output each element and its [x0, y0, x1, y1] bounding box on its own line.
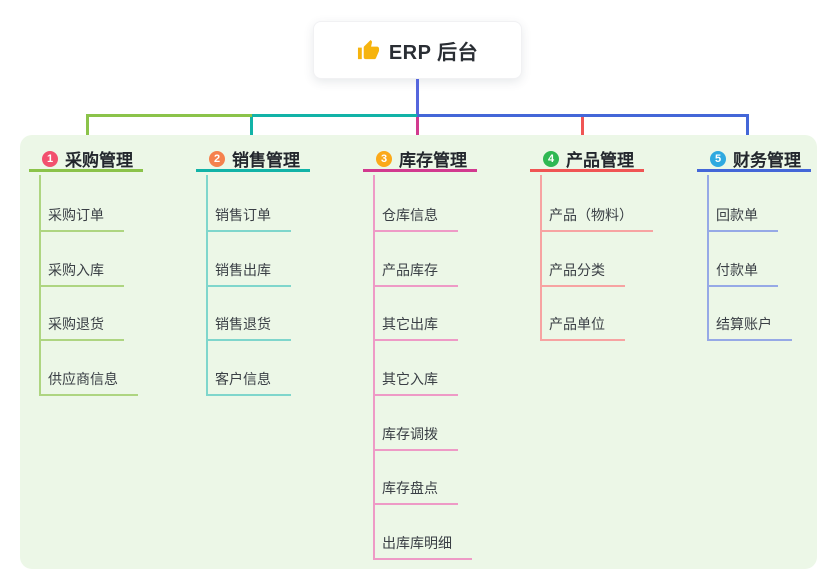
branch-spine [540, 175, 542, 341]
child-label: 付款单 [716, 262, 758, 278]
child-node[interactable]: 产品单位 [540, 315, 625, 341]
child-node[interactable]: 产品分类 [540, 261, 625, 287]
child-node[interactable]: 其它出库 [373, 315, 458, 341]
branch-number-badge: 5 [710, 150, 726, 167]
child-label: 采购退货 [48, 316, 104, 332]
child-node[interactable]: 供应商信息 [39, 370, 138, 396]
child-label: 客户信息 [215, 371, 271, 387]
child-node[interactable]: 库存调拨 [373, 425, 458, 451]
child-node[interactable]: 客户信息 [206, 370, 291, 396]
child-node[interactable]: 其它入库 [373, 370, 458, 396]
branch-number-badge: 3 [376, 150, 392, 167]
child-node[interactable]: 产品库存 [373, 261, 458, 287]
branch-number-badge: 2 [209, 150, 225, 167]
branch-drop-sales [250, 117, 253, 150]
child-node[interactable]: 采购订单 [39, 206, 124, 232]
child-node[interactable]: 仓库信息 [373, 206, 458, 232]
branch-title-label: 库存管理 [399, 151, 467, 170]
child-label: 供应商信息 [48, 371, 118, 387]
bus-segment-purchase [86, 114, 252, 117]
child-label: 出库库明细 [382, 535, 452, 551]
child-label: 库存调拨 [382, 426, 438, 442]
branch-spine [373, 175, 375, 560]
branch-drop-inventory [416, 117, 419, 150]
child-label: 采购入库 [48, 262, 104, 278]
bus-segment-sales [252, 114, 417, 117]
branch-title-label: 销售管理 [232, 151, 300, 170]
child-label: 仓库信息 [382, 207, 438, 223]
child-node[interactable]: 付款单 [707, 261, 778, 287]
child-node[interactable]: 出库库明细 [373, 534, 472, 560]
branch-title-sales[interactable]: 2 销售管理 [196, 148, 310, 172]
child-node[interactable]: 采购入库 [39, 261, 124, 287]
branch-title-label: 采购管理 [65, 151, 133, 170]
bus-segment-right [417, 114, 749, 117]
branch-drop-product [581, 117, 584, 150]
child-label: 采购订单 [48, 207, 104, 223]
branch-title-finance[interactable]: 5 财务管理 [697, 148, 811, 172]
root-node-label: ERP 后台 [388, 41, 479, 64]
thumbs-up-icon [357, 39, 379, 59]
branch-title-inventory[interactable]: 3 库存管理 [363, 148, 477, 172]
child-label: 回款单 [716, 207, 758, 223]
child-node[interactable]: 结算账户 [707, 315, 792, 341]
branch-spine [707, 175, 709, 341]
child-node[interactable]: 回款单 [707, 206, 778, 232]
child-label: 其它出库 [382, 316, 438, 332]
child-label: 销售出库 [215, 262, 271, 278]
child-node[interactable]: 库存盘点 [373, 479, 458, 505]
child-label: 销售订单 [215, 207, 271, 223]
branch-title-label: 产品管理 [566, 151, 634, 170]
child-label: 结算账户 [716, 316, 772, 332]
branch-number-badge: 4 [543, 150, 559, 167]
child-node[interactable]: 销售退货 [206, 315, 291, 341]
child-label: 销售退货 [215, 316, 271, 332]
child-label: 产品单位 [549, 316, 605, 332]
child-node[interactable]: 产品（物料） [540, 206, 653, 232]
child-node[interactable]: 销售订单 [206, 206, 291, 232]
branch-drop-purchase [86, 117, 89, 150]
root-node[interactable]: ERP 后台 [313, 21, 522, 79]
branch-number-badge: 1 [42, 150, 58, 167]
child-label: 产品分类 [549, 262, 605, 278]
mindmap-panel [20, 135, 817, 569]
child-label: 产品（物料） [549, 207, 633, 223]
branch-title-purchase[interactable]: 1 采购管理 [29, 148, 143, 172]
child-label: 库存盘点 [382, 480, 438, 496]
child-node[interactable]: 采购退货 [39, 315, 124, 341]
child-node[interactable]: 销售出库 [206, 261, 291, 287]
branch-drop-finance [746, 117, 749, 150]
branch-title-label: 财务管理 [733, 151, 801, 170]
child-label: 其它入库 [382, 371, 438, 387]
child-label: 产品库存 [382, 262, 438, 278]
trunk-line [416, 79, 419, 117]
branch-title-product[interactable]: 4 产品管理 [530, 148, 644, 172]
